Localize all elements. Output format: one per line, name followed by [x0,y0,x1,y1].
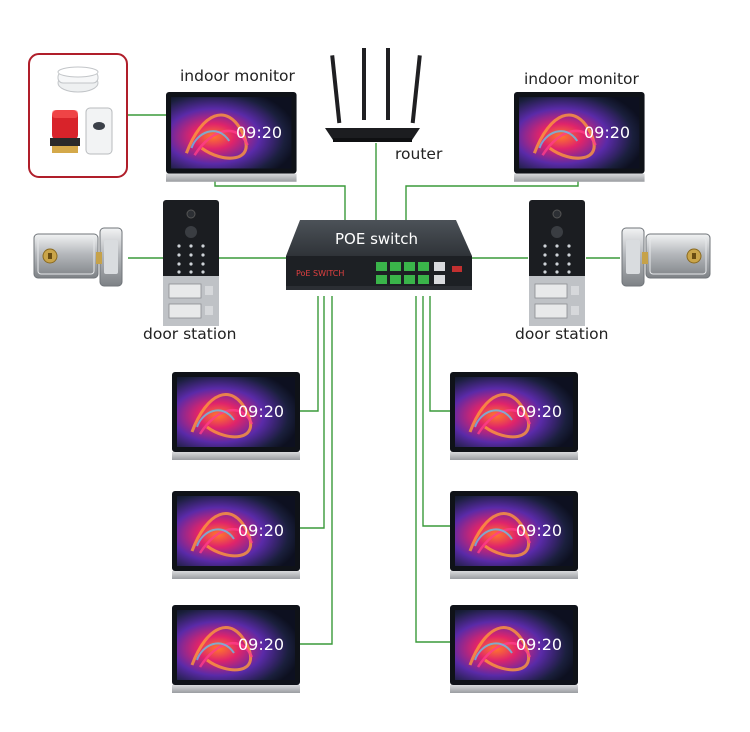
switch-title: POE switch [335,230,418,248]
switch-brand: PoE SWITCH [296,269,344,278]
monitor-time: 09:20 [238,402,284,421]
monitor-time: 09:20 [238,635,284,654]
line-drop-right-3 [415,296,452,643]
indoor-monitor-top-right: 09:20 [512,90,647,184]
poe-switch-icon: POE switch PoE SWITCH [286,220,472,290]
monitor-time: 09:20 [516,402,562,421]
router-icon [325,48,422,142]
monitor-time: 09:20 [516,635,562,654]
smoke-detector-icon [57,66,99,93]
indoor-monitor-left-2: 09:20 [170,489,302,581]
label-indoor-monitor-right: indoor monitor [524,70,639,88]
alarm-devices [28,53,128,178]
monitor-time: 09:20 [516,521,562,540]
line-drop-left-1 [300,296,319,412]
monitor-time: 09:20 [236,123,282,142]
label-door-station-right: door station [515,325,609,343]
alarm-beacon-icon [50,110,80,153]
line-drop-left-2 [300,296,325,529]
monitor-time: 09:20 [584,123,630,142]
switch-ports [376,262,429,284]
motion-sensor-icon [85,107,113,155]
indoor-monitor-left-3: 09:20 [170,603,302,695]
line-monitor-left-switch [214,180,346,222]
indoor-monitor-right-1: 09:20 [448,370,580,462]
line-drop-left-3 [300,296,333,645]
electric-lock-left [33,227,123,287]
electric-lock-right [621,227,711,287]
label-door-station-left: door station [143,325,237,343]
indoor-monitor-left-1: 09:20 [170,370,302,462]
label-indoor-monitor-left: indoor monitor [180,67,295,85]
line-drop-right-2 [422,296,452,527]
door-station-right [528,199,586,327]
line-drop-right-1 [429,296,452,412]
label-router: router [395,145,443,163]
door-station-left [162,199,220,327]
connection-lines [127,114,620,645]
indoor-monitor-top-left: 09:20 [164,90,299,184]
indoor-monitor-right-2: 09:20 [448,489,580,581]
monitor-time: 09:20 [238,521,284,540]
line-monitor-right-switch [405,180,579,222]
switch-uplink-ports [434,262,445,284]
indoor-monitor-right-3: 09:20 [448,603,580,695]
